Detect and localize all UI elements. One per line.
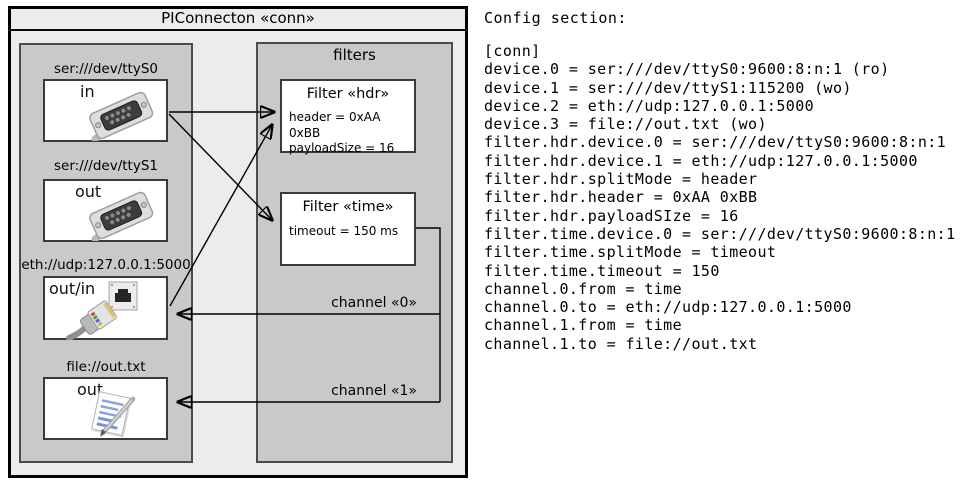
config-line: filter.hdr.splitMode = header [484, 170, 758, 189]
filter-attr: header = 0xAA 0xBB [289, 110, 381, 140]
device-url-file: file://out.txt [66, 359, 146, 375]
filters-panel-label: filters [333, 46, 376, 64]
device-url-eth: eth://udp:127.0.0.1:5000 [21, 257, 191, 273]
component-title: PIConnecton «conn» [8, 6, 468, 31]
filter-attr: payloadSize = 16 [289, 141, 395, 155]
device-port-direction: in [80, 82, 95, 101]
config-line: filter.hdr.device.0 = ser:///dev/ttyS0:9… [484, 133, 947, 152]
filter-time-attributes: timeout = 150 ms [289, 224, 398, 240]
config-line: device.3 = file://out.txt (wo) [484, 115, 767, 134]
config-line: channel.0.to = eth://udp:127.0.0.1:5000 [484, 298, 852, 317]
device-port-direction: out [77, 380, 104, 399]
device-box-ttys0: in [43, 79, 168, 145]
serial-connector-icon [83, 87, 159, 145]
filter-hdr-box: Filter «hdr» header = 0xAA 0xBB payloadS… [280, 79, 416, 155]
filter-time-box: Filter «time» timeout = 150 ms [280, 192, 416, 266]
config-lines: [conn]device.0 = ser:///dev/ttyS0:9600:8… [484, 42, 956, 353]
config-heading: Config section: [484, 9, 627, 27]
config-line: device.1 = ser:///dev/ttyS1:115200 (wo) [484, 78, 852, 97]
filter-hdr-title: Filter «hdr» [306, 86, 390, 102]
device-url-ttys0: ser:///dev/ttyS0 [54, 61, 158, 77]
device-url-ttys1: ser:///dev/ttyS1 [54, 158, 158, 174]
config-line: filter.hdr.header = 0xAA 0xBB [484, 188, 758, 207]
config-line: channel.1.from = time [484, 316, 683, 335]
config-section: Config section: [conn]device.0 = ser:///… [484, 0, 964, 484]
config-line: device.2 = eth://udp:127.0.0.1:5000 [484, 96, 815, 115]
filter-time-title: Filter «time» [302, 199, 394, 215]
device-box-eth: out/in [43, 276, 168, 341]
device-box-file: out [43, 377, 168, 440]
serial-connector-icon [83, 187, 159, 245]
config-line: channel.1.to = file://out.txt [484, 334, 758, 353]
channel-0-label: channel «0» [331, 295, 417, 311]
config-line: filter.time.device.0 = ser:///dev/ttyS0:… [484, 224, 956, 243]
device-port-direction: out/in [49, 279, 96, 298]
device-box-ttys1: out [43, 179, 168, 245]
config-line: filter.time.splitMode = timeout [484, 243, 777, 262]
ethernet-connector-icon [63, 296, 125, 344]
config-line: channel.0.from = time [484, 279, 683, 298]
ethernet-jack-icon [108, 281, 138, 315]
device-port-direction: out [75, 182, 102, 201]
config-line: filter.time.timeout = 150 [484, 261, 720, 280]
config-line: filter.hdr.payloadSIze = 16 [484, 206, 739, 225]
config-line: device.0 = ser:///dev/ttyS0:9600:8:n:1 (… [484, 60, 890, 79]
notepad-icon [87, 389, 143, 443]
channel-1-label: channel «1» [331, 383, 417, 399]
filter-attr: timeout = 150 ms [289, 224, 399, 238]
config-line: filter.hdr.device.1 = eth://udp:127.0.0.… [484, 151, 918, 170]
filter-hdr-attributes: header = 0xAA 0xBB payloadSize = 16 [289, 110, 414, 157]
config-line: [conn] [484, 42, 541, 60]
